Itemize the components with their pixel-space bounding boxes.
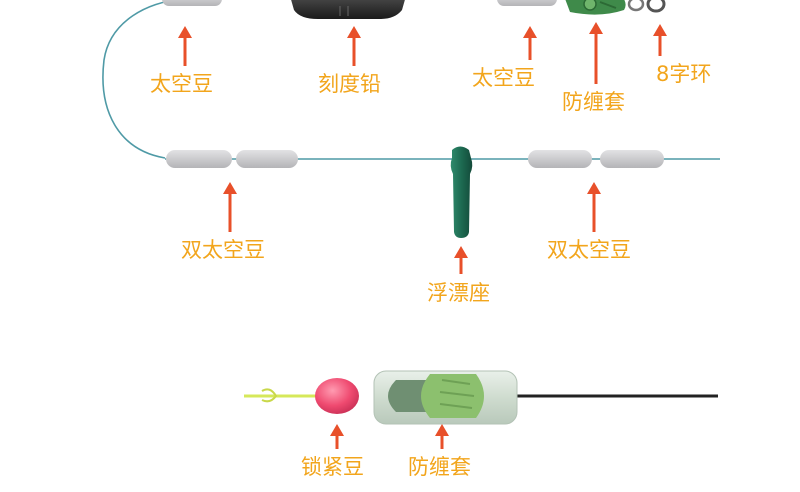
lock-bean-shape: [315, 378, 359, 414]
double-bean-right-1: [528, 150, 592, 168]
label-double-space-bean-left: 双太空豆: [181, 238, 265, 262]
label-space-bean-left: 太空豆: [150, 72, 213, 96]
arrow-scale-weight: [347, 26, 361, 66]
label-double-space-bean-right: 双太空豆: [547, 238, 631, 262]
swivel-ring: [627, 0, 645, 12]
arrow-double-bean-left: [223, 182, 237, 232]
space-bean-top-left: [162, 0, 222, 6]
arrow-anti-tangle-bottom: [435, 424, 449, 449]
main-line-loop: [102, 0, 179, 159]
arrow-float-seat: [454, 246, 468, 274]
label-space-bean-right: 太空豆: [472, 66, 535, 90]
arrow-space-bean-left: [178, 26, 192, 66]
arrow-anti-tangle-top: [589, 22, 603, 84]
label-scale-weight: 刻度铅: [318, 72, 381, 96]
label-anti-tangle-top: 防缠套: [562, 90, 625, 114]
double-bean-left-2: [236, 150, 298, 168]
arrow-double-bean-right: [587, 182, 601, 232]
double-bean-right-2: [600, 150, 664, 168]
arrow-lock-bean: [330, 424, 344, 449]
arrow-swivel: [653, 24, 667, 56]
double-bean-left-1: [166, 150, 232, 168]
label-lock-bean: 锁紧豆: [301, 455, 364, 479]
space-bean-top-right: [497, 0, 557, 6]
arrow-space-bean-right: [523, 26, 537, 60]
float-seat-shape: [450, 146, 473, 238]
label-swivel: 8字环: [656, 62, 712, 86]
label-anti-tangle-bottom: 防缠套: [408, 455, 471, 479]
label-float-seat: 浮漂座: [427, 281, 490, 305]
